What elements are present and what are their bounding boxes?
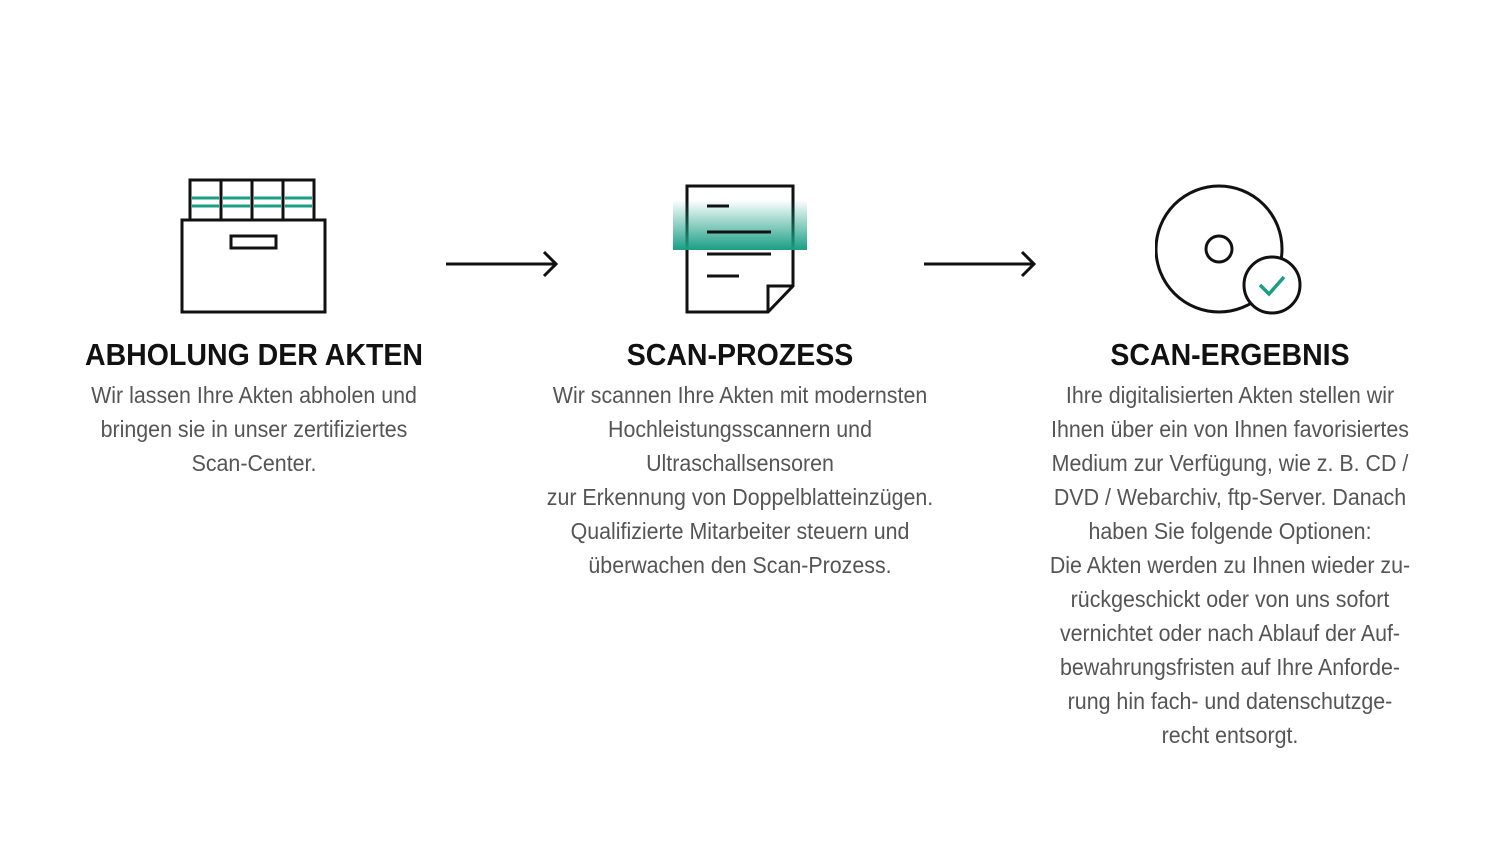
description-line: Wir lassen Ihre Akten abholen und (91, 382, 417, 408)
description-line: Die Akten werden zu Ihnen wieder zu- (1049, 552, 1411, 578)
arrow-right-icon (444, 248, 564, 280)
description-line: Scan-Center. (191, 450, 317, 476)
step-description: Wir lassen Ihre Akten abholen und bringe… (34, 378, 474, 480)
description-line: bringen sie in unser zertifiziertes (100, 416, 408, 442)
step-scan-ergebnis: SCAN-ERGEBNIS Ihre digitalisierten Akten… (1010, 0, 1450, 844)
description-line: haben Sie folgende Optionen: (1088, 518, 1372, 544)
description-line: Medium zur Verfügung, wie z. B. CD / (1051, 450, 1409, 476)
step-scan-prozess: SCAN-PROZESS Wir scannen Ihre Akten mit … (520, 0, 960, 844)
step-description: Ihre digitalisierten Akten stellen wir I… (1010, 378, 1450, 752)
archive-box-icon (34, 172, 474, 322)
description-line: Hochleistungsscannern und (607, 416, 872, 442)
description-line: rung hin fach- und datenschutzge- (1067, 688, 1393, 714)
description-line: DVD / Webarchiv, ftp-Server. Danach (1053, 484, 1407, 510)
step-title: SCAN-ERGEBNIS (1110, 337, 1350, 372)
step-description: Wir scannen Ihre Akten mit modernsten Ho… (520, 378, 960, 582)
step-title: ABHOLUNG DER AKTEN (84, 337, 424, 372)
step-title: SCAN-PROZESS (626, 337, 854, 372)
disc-check-icon (1010, 172, 1450, 322)
description-line: vernichtet oder nach Ablauf der Auf- (1059, 620, 1401, 646)
description-line: überwachen den Scan-Prozess. (588, 552, 892, 578)
description-line: Ultraschallsensoren (646, 450, 834, 476)
description-line: Qualifizierte Mitarbeiter steuern und (570, 518, 910, 544)
description-line: bewahrungsfristen auf Ihre Anforde- (1059, 654, 1401, 680)
document-scan-icon (520, 172, 960, 322)
description-line: zur Erkennung von Doppelblatteinzügen. (546, 484, 934, 510)
description-line: Ihre digitalisierten Akten stellen wir (1065, 382, 1395, 408)
description-line: recht entsorgt. (1161, 722, 1299, 748)
arrow-right-icon (922, 248, 1042, 280)
step-abholung: ABHOLUNG DER AKTEN Wir lassen Ihre Akten… (34, 0, 474, 844)
description-line: Wir scannen Ihre Akten mit modernsten (552, 382, 928, 408)
description-line: Ihnen über ein von Ihnen favorisiertes (1051, 416, 1409, 442)
description-line: rückgeschickt oder von uns sofort (1070, 586, 1390, 612)
